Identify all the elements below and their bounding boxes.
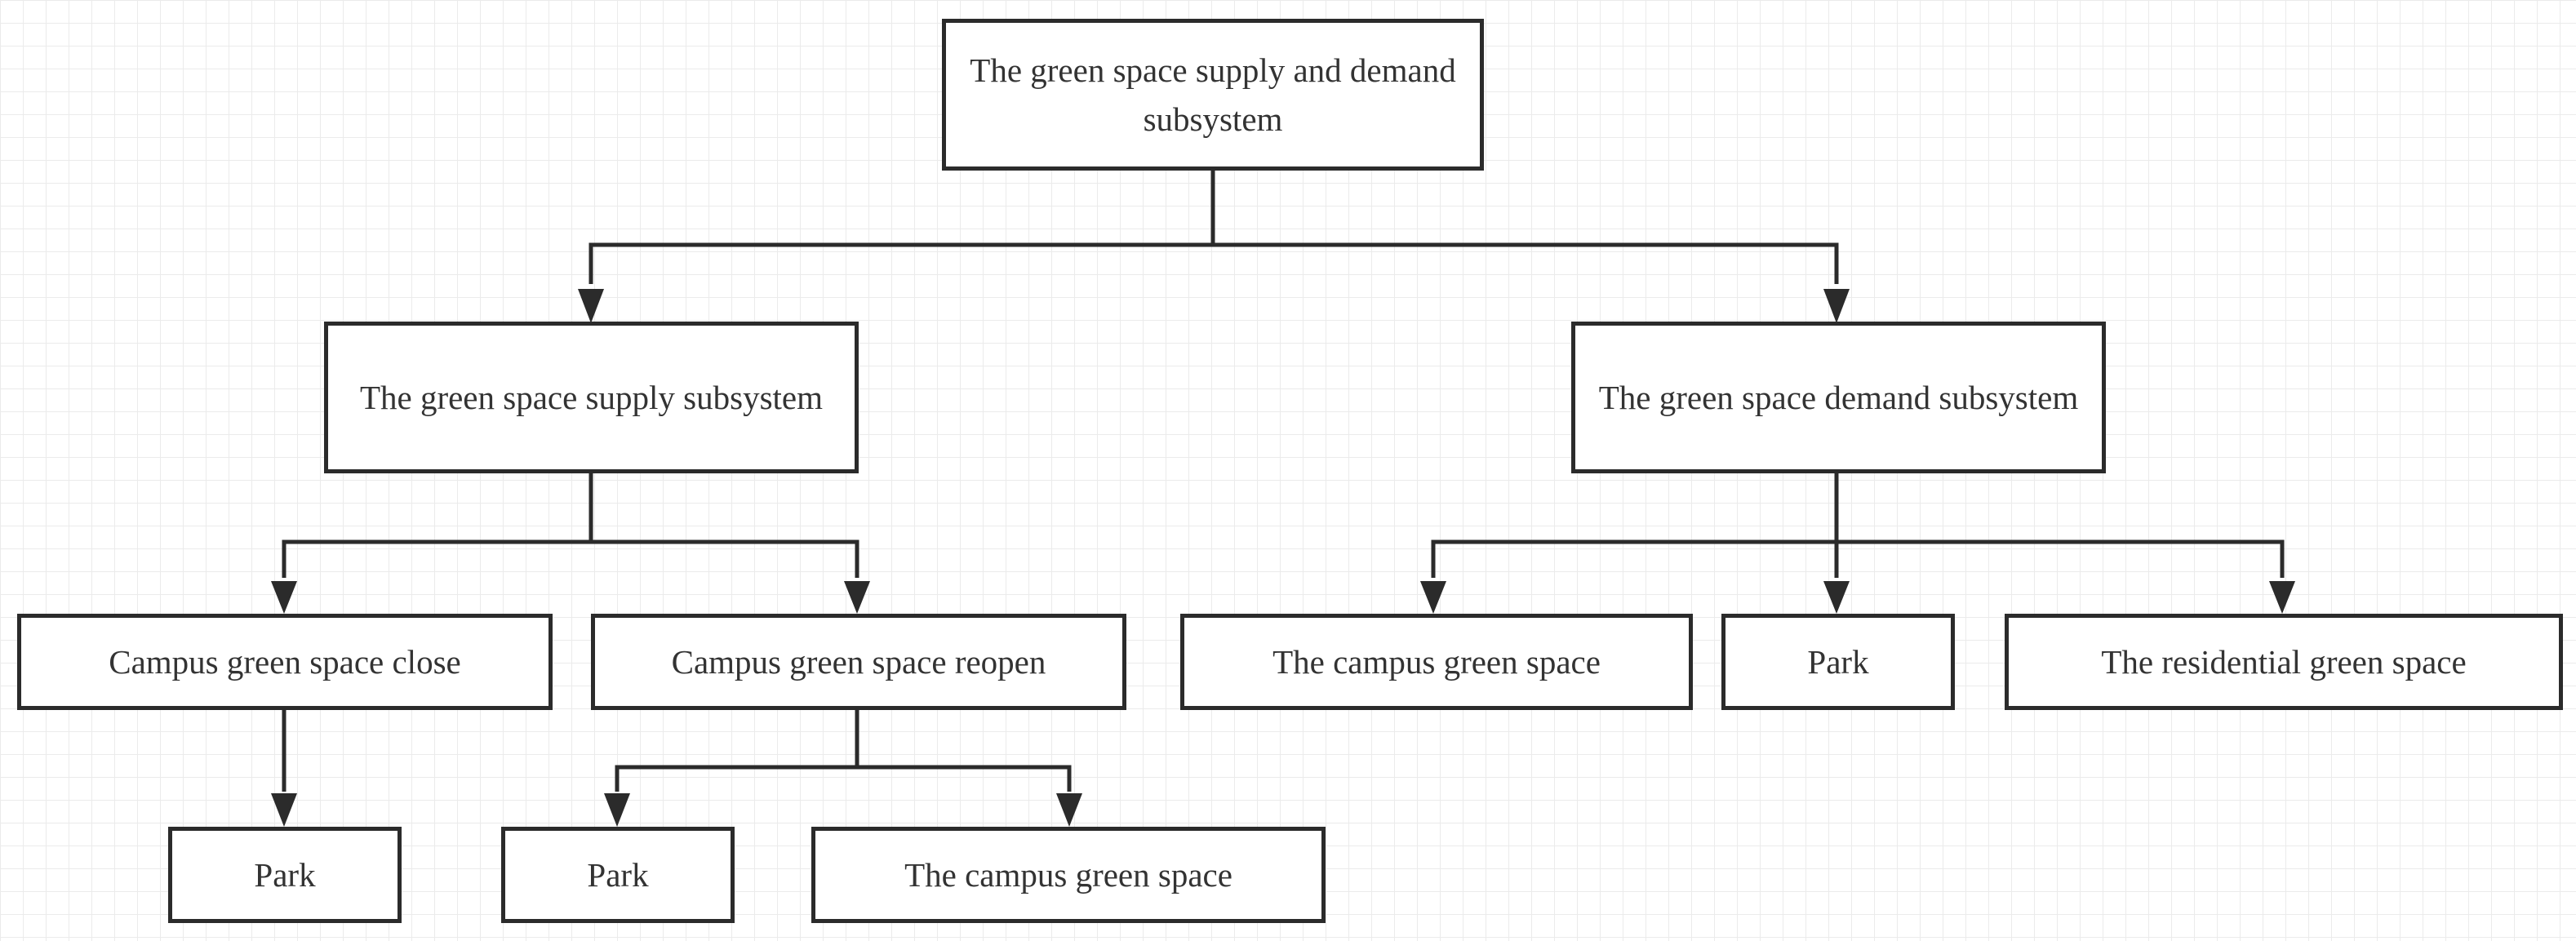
demand-campus-label: The campus green space <box>1272 643 1601 681</box>
demand-subsystem-node: The green space demand subsystem <box>1571 322 2106 473</box>
arrowhead-supply <box>578 289 604 323</box>
close-park-node: Park <box>168 827 402 923</box>
campus-close-node: Campus green space close <box>17 614 553 710</box>
root-node: The green space supply and demand subsys… <box>942 19 1484 171</box>
demand-park-node: Park <box>1721 614 1955 710</box>
campus-reopen-label: Campus green space reopen <box>671 643 1046 681</box>
edge-demand-to-children <box>1431 473 2285 578</box>
demand-subsystem-label: The green space demand subsystem <box>1598 379 2079 416</box>
demand-residential-node: The residential green space <box>2005 614 2563 710</box>
arrowhead-demand-campus <box>1420 581 1446 614</box>
arrowhead-demand-residential <box>2269 581 2295 614</box>
edge-supply-to-children <box>282 473 859 578</box>
demand-residential-label: The residential green space <box>2101 643 2467 681</box>
reopen-park-label: Park <box>587 856 649 894</box>
demand-park-label: Park <box>1807 643 1869 681</box>
supply-subsystem-node: The green space supply subsystem <box>324 322 859 473</box>
arrowhead-close <box>271 581 297 614</box>
reopen-campus-label: The campus green space <box>904 856 1232 894</box>
campus-reopen-node: Campus green space reopen <box>591 614 1126 710</box>
reopen-campus-node: The campus green space <box>811 827 1326 923</box>
demand-campus-node: The campus green space <box>1180 614 1693 710</box>
close-park-label: Park <box>254 856 316 894</box>
arrowhead-demand <box>1823 289 1850 323</box>
edge-root-to-subsystems <box>588 170 1839 284</box>
root-label: The green space supply and demand subsys… <box>970 51 1456 138</box>
arrowhead-close-park <box>271 793 297 827</box>
arrowhead-reopen <box>844 581 870 614</box>
arrowhead-reopen-park <box>604 793 630 827</box>
arrowhead-reopen-campus <box>1056 793 1082 827</box>
arrowhead-demand-park <box>1823 581 1850 614</box>
edge-reopen-to-children <box>615 710 1072 792</box>
reopen-park-node: Park <box>501 827 735 923</box>
campus-close-label: Campus green space close <box>109 643 461 681</box>
supply-subsystem-label: The green space supply subsystem <box>359 379 824 416</box>
